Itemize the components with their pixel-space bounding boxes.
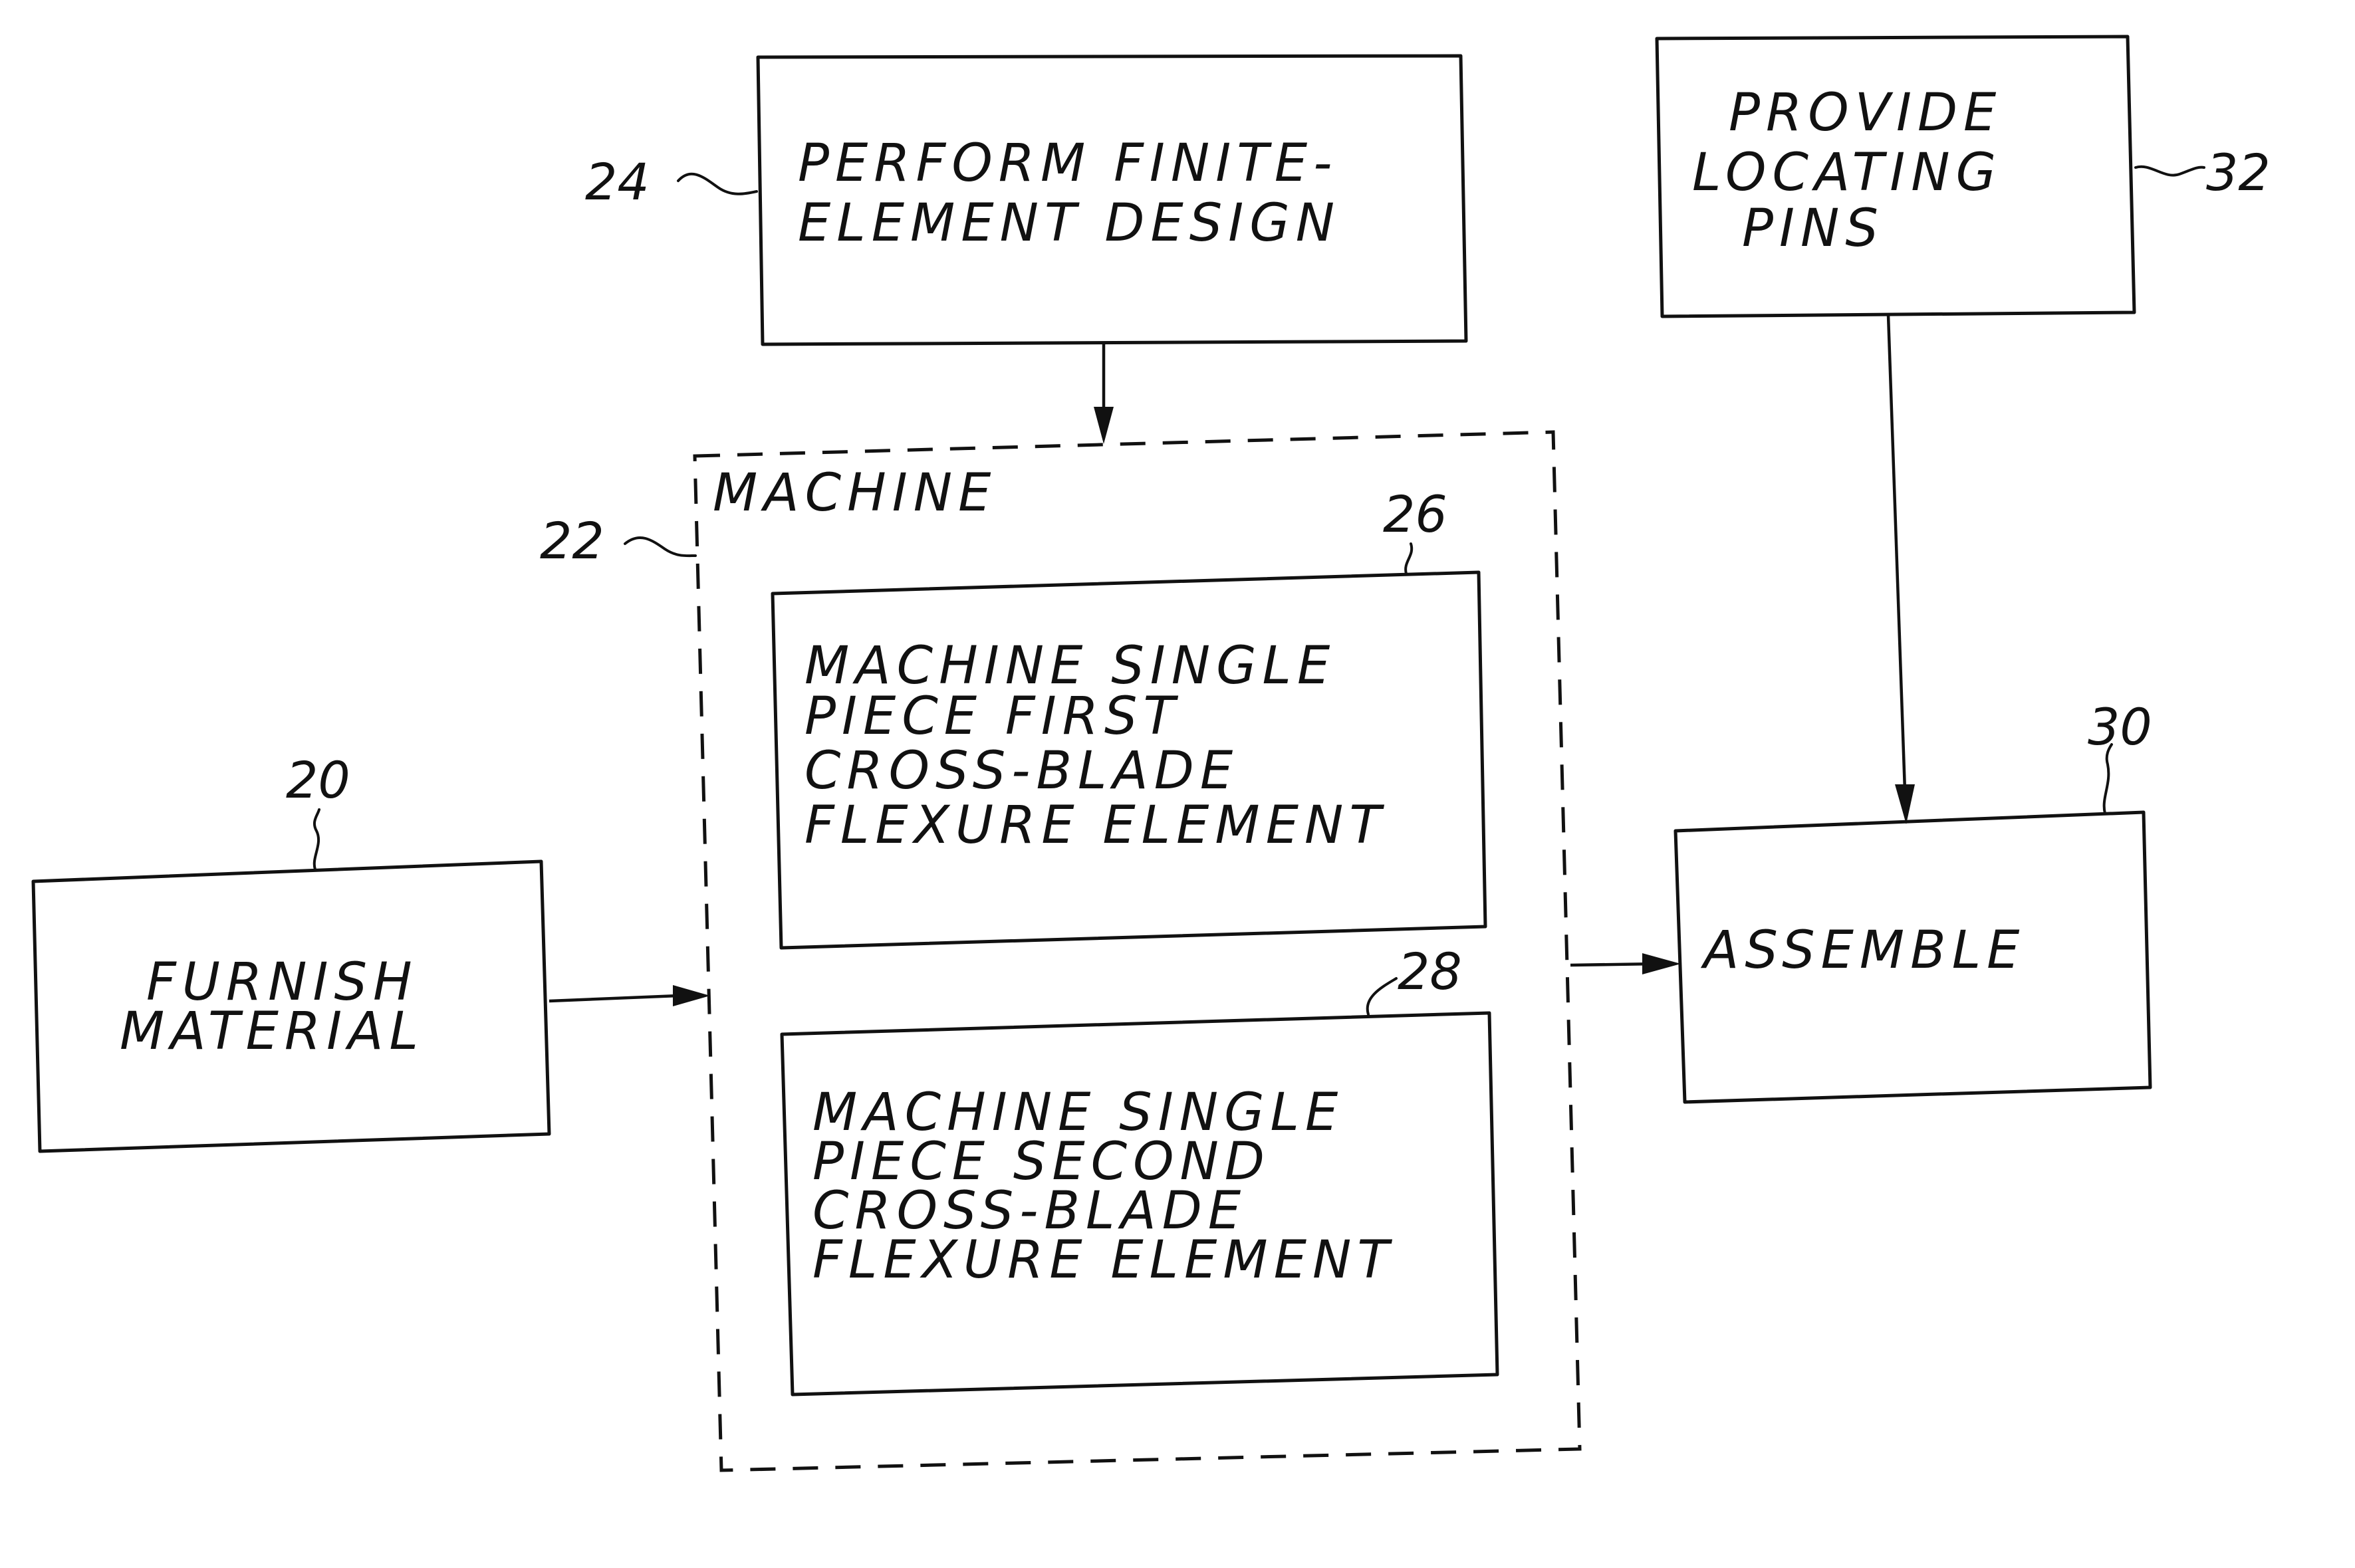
arrow-machine-to-assemble xyxy=(1570,953,1681,974)
assemble-label: ASSEMBLE xyxy=(1700,921,2025,980)
pins-label: PROVIDE LOCATING PINS xyxy=(1692,83,2025,259)
pins-ref-leader xyxy=(2136,167,2204,175)
design-ref-leader xyxy=(678,174,757,194)
second-element-step: MACHINE SINGLE PIECE SECOND CROSS-BLADE … xyxy=(782,942,1497,1395)
second-element-ref-leader xyxy=(1368,978,1396,1014)
design-ref-number: 24 xyxy=(585,152,650,211)
arrow-pins-to-assemble xyxy=(1888,315,1915,824)
second-element-label: MACHINE SINGLE PIECE SECOND CROSS-BLADE … xyxy=(812,1083,1395,1290)
machine-group-title: MACHINE xyxy=(713,463,997,523)
first-element-ref-number: 26 xyxy=(1383,485,1447,544)
design-step: PERFORM FINITE- ELEMENT DESIGN 24 xyxy=(585,56,1466,344)
second-element-ref-number: 28 xyxy=(1398,942,1462,1001)
first-element-label: MACHINE SINGLE PIECE FIRST CROSS-BLADE F… xyxy=(805,636,1387,855)
pins-ref-number: 32 xyxy=(2206,143,2271,202)
design-label: PERFORM FINITE- ELEMENT DESIGN xyxy=(798,134,1360,253)
machine-group-ref-number: 22 xyxy=(540,511,604,570)
furnish-ref-leader xyxy=(314,810,319,869)
arrow-design-to-machine xyxy=(1094,343,1114,444)
furnish-step: FURNISH MATERIAL 20 xyxy=(33,750,549,1151)
furnish-ref-number: 20 xyxy=(286,750,350,810)
first-element-ref-leader xyxy=(1406,544,1412,574)
first-element-step: MACHINE SINGLE PIECE FIRST CROSS-BLADE F… xyxy=(773,485,1485,948)
assemble-ref-number: 30 xyxy=(2088,697,2152,756)
pins-step: PROVIDE LOCATING PINS 32 xyxy=(1657,37,2271,316)
arrow-furnish-to-machine xyxy=(549,985,710,1006)
assemble-step: ASSEMBLE 30 xyxy=(1675,697,2152,1102)
machine-group-ref-leader xyxy=(625,538,695,556)
furnish-label: FURNISH MATERIAL xyxy=(120,952,440,1062)
